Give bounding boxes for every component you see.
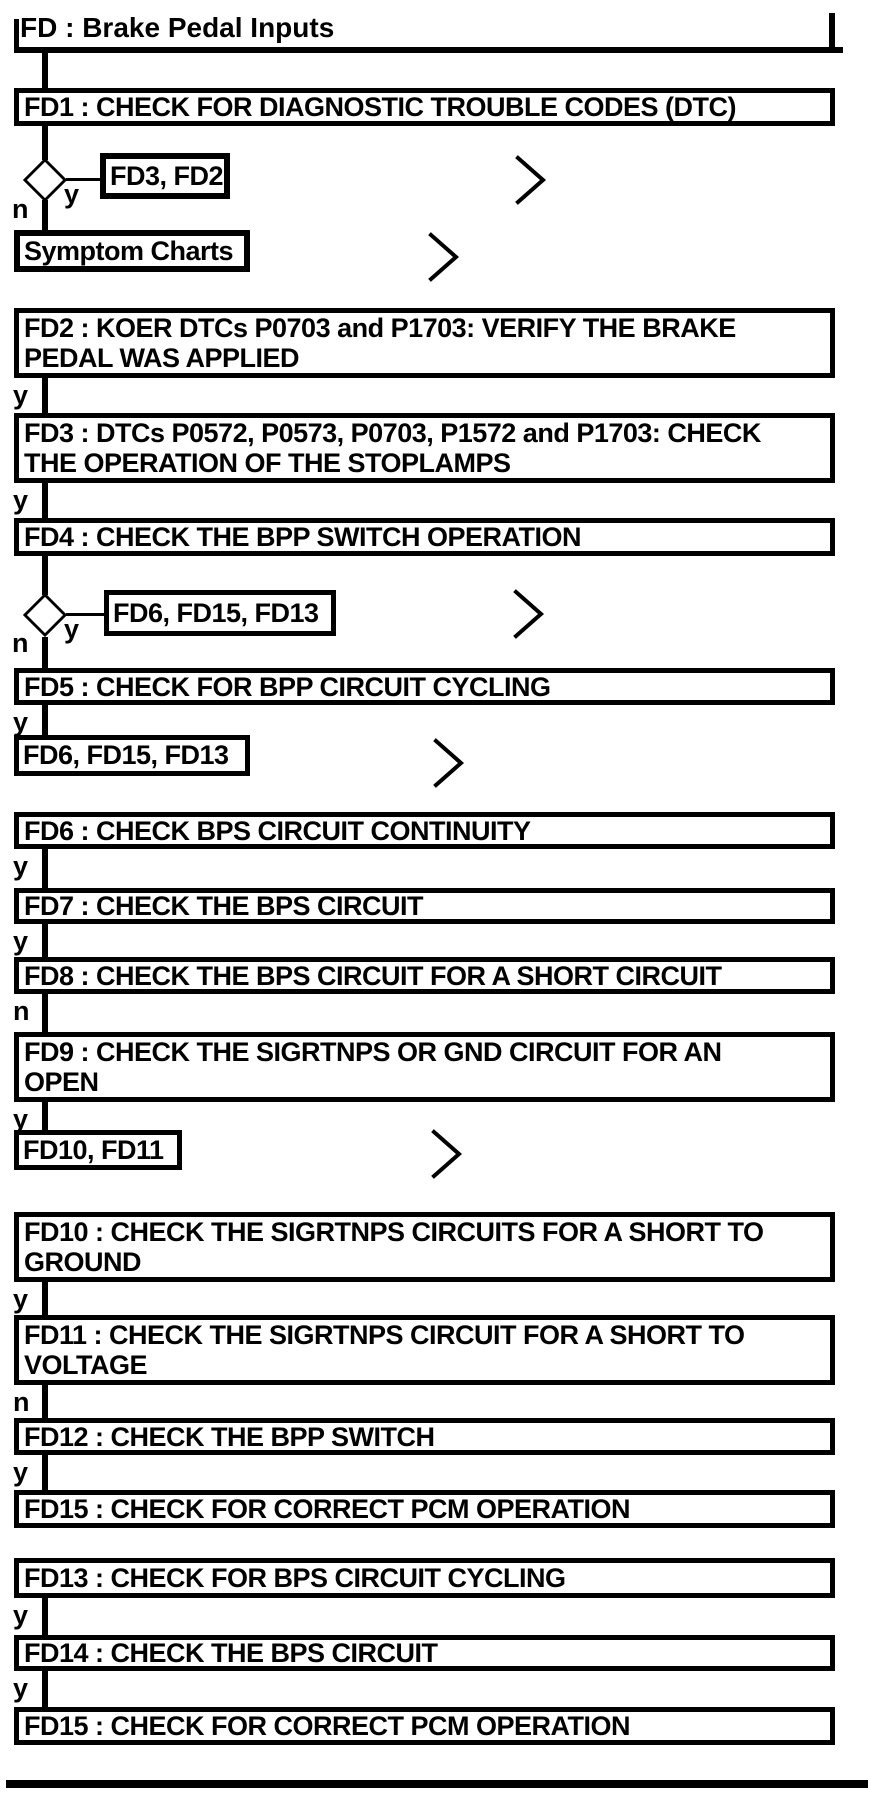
branch-label-yes: y [13,380,29,410]
branch-label-yes: y [64,179,80,209]
step-box-fd4: FD4 : CHECK THE BPP SWITCH OPERATION [14,518,835,556]
step-text: THE OPERATION OF THE STOPLAMPS [24,448,511,478]
step-text: FD5 : CHECK FOR BPP CIRCUIT CYCLING [24,671,551,702]
step-text: OPEN [24,1067,99,1097]
continuation-arrow-icon [428,232,460,282]
step-text: FD6 : CHECK BPS CIRCUIT CONTINUITY [24,815,531,846]
step-box-fd3: FD3 : DTCs P0572, P0573, P0703, P1572 an… [14,413,835,483]
branch-label-yes: y [64,614,80,644]
step-text: FD13 : CHECK FOR BPS CIRCUIT CYCLING [24,1563,566,1593]
step-text: FD8 : CHECK THE BPS CIRCUIT FOR A SHORT … [24,960,722,991]
step-box-fd8: FD8 : CHECK THE BPS CIRCUIT FOR A SHORT … [14,957,835,994]
bottom-rule [6,1780,868,1788]
connector-line [42,378,48,413]
connector-line [42,1598,48,1635]
chart-title: FD : Brake Pedal Inputs [20,12,335,43]
connector-line [42,705,48,737]
ref-box-fd3-fd2: FD3, FD2 [100,153,230,199]
step-box-fd14: FD14 : CHECK THE BPS CIRCUIT [14,1635,835,1671]
branch-label-yes: y [13,1600,29,1630]
branch-label-yes: y [13,485,29,515]
step-text: FD3 : DTCs P0572, P0573, P0703, P1572 an… [24,418,761,448]
step-box-fd5: FD5 : CHECK FOR BPP CIRCUIT CYCLING [14,668,835,705]
step-box-fd1: FD1 : CHECK FOR DIAGNOSTIC TROUBLE CODES… [14,88,835,126]
connector-line [42,1385,48,1418]
step-text: FD4 : CHECK THE BPP SWITCH OPERATION [24,522,582,552]
continuation-arrow-icon [515,155,547,205]
step-box-fd11: FD11 : CHECK THE SIGRTNPS CIRCUIT FOR A … [14,1315,835,1385]
step-box-fd12: FD12 : CHECK THE BPP SWITCH [14,1418,835,1455]
step-text: FD7 : CHECK THE BPS CIRCUIT [24,891,424,921]
connector-line [42,53,48,90]
step-text: FD10 : CHECK THE SIGRTNPS CIRCUITS FOR A… [24,1217,764,1247]
step-text: FD11 : CHECK THE SIGRTNPS CIRCUIT FOR A … [24,1320,745,1350]
connector-line [42,1102,48,1132]
branch-label-yes: y [13,1284,29,1314]
connector-line [42,994,48,1032]
step-text: FD12 : CHECK THE BPP SWITCH [24,1421,435,1452]
step-text: FD14 : CHECK THE BPS CIRCUIT [24,1638,438,1668]
continuation-arrow-icon [431,1129,463,1179]
ref-box-fd10-fd11: FD10, FD11 [14,1130,182,1170]
title-tick-left [14,19,19,53]
step-box-fd15: FD15 : CHECK FOR CORRECT PCM OPERATION [14,1707,835,1745]
connector-line [42,556,48,595]
decision-diamond [23,593,67,637]
connector-line [42,126,48,160]
step-box-fd6: FD6 : CHECK BPS CIRCUIT CONTINUITY [14,812,835,849]
step-box-fd2: FD2 : KOER DTCs P0703 and P1703: VERIFY … [14,308,835,378]
step-text: FD15 : CHECK FOR CORRECT PCM OPERATION [24,1711,631,1741]
branch-label-no: n [12,194,29,224]
connector-line [66,613,106,616]
connector-line [42,849,48,888]
branch-label-no: n [12,628,29,658]
branch-label-yes: y [13,926,29,956]
step-text: FD1 : CHECK FOR DIAGNOSTIC TROUBLE CODES… [24,92,737,122]
step-box-fd13: FD13 : CHECK FOR BPS CIRCUIT CYCLING [14,1558,835,1598]
step-box-fd7: FD7 : CHECK THE BPS CIRCUIT [14,888,835,924]
step-text: VOLTAGE [24,1350,148,1380]
step-text: FD15 : CHECK FOR CORRECT PCM OPERATION [24,1494,631,1524]
step-text: FD9 : CHECK THE SIGRTNPS OR GND CIRCUIT … [24,1037,722,1067]
step-box-fd9: FD9 : CHECK THE SIGRTNPS OR GND CIRCUIT … [14,1032,835,1102]
step-box-fd15: FD15 : CHECK FOR CORRECT PCM OPERATION [14,1490,835,1528]
branch-label-yes: y [13,1457,29,1487]
title-tick-right [829,13,835,53]
connector-line [42,483,48,518]
decision-diamond [23,158,67,202]
connector-line [42,924,48,957]
connector-line [42,1671,48,1707]
continuation-arrow-icon [513,589,545,639]
branch-label-no: n [13,996,30,1026]
title-underline [14,47,843,53]
ref-box-symptom-charts: Symptom Charts [14,230,250,272]
branch-label-yes: y [13,851,29,881]
step-box-fd10: FD10 : CHECK THE SIGRTNPS CIRCUITS FOR A… [14,1212,835,1282]
ref-box-fd6-fd15-fd13: FD6, FD15, FD13 [14,735,250,776]
step-text: FD2 : KOER DTCs P0703 and P1703: VERIFY … [24,313,736,343]
connector-line [42,637,48,668]
step-text: PEDAL WAS APPLIED [24,343,300,373]
continuation-arrow-icon [433,738,465,788]
ref-box-fd6-fd15-fd13: FD6, FD15, FD13 [104,590,336,636]
branch-label-yes: y [13,707,29,737]
step-text: GROUND [24,1247,142,1277]
connector-line [42,1455,48,1490]
branch-label-no: n [13,1387,30,1417]
connector-line [42,1282,48,1315]
branch-label-yes: y [13,1104,29,1134]
connector-line [42,200,48,232]
connector-line [66,178,102,181]
branch-label-yes: y [13,1673,29,1703]
